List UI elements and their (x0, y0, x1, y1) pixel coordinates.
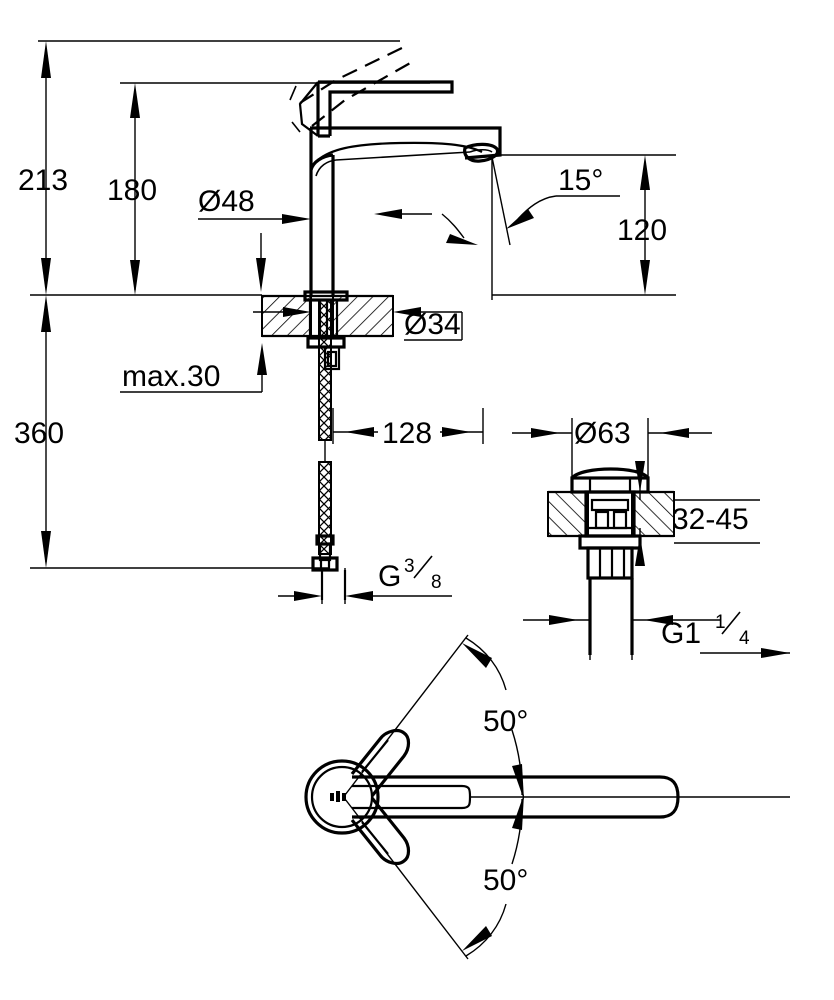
dimension-d63 (512, 418, 712, 480)
dimension-g114-denominator: 4 (739, 628, 750, 649)
dimension-swivel-upper-label: 50° (483, 705, 528, 738)
dimension-32-45 (635, 461, 760, 566)
dimension-d34-label: Ø34 (404, 308, 461, 341)
dimension-g38 (278, 568, 452, 604)
elevation-extension-lines (30, 40, 676, 569)
dimension-g38-label: G (378, 560, 401, 593)
faucet-elevation-geometry (261, 45, 502, 600)
dimension-15deg-label: 15° (558, 164, 603, 197)
lever-raised-phantom (289, 45, 413, 133)
dimension-d63-label: Ø63 (574, 417, 631, 450)
dimension-max30 (120, 343, 267, 393)
drain-assembly-geometry: Ø63 (512, 417, 760, 660)
dimension-120 (640, 155, 650, 295)
dimension-32-45-label: 32-45 (672, 503, 749, 536)
dimension-120-label: 120 (617, 214, 667, 247)
dimension-128 (332, 408, 484, 444)
dimension-swivel-lower-label: 50° (483, 864, 528, 897)
dimension-213 (41, 41, 51, 295)
dimension-128-label: 128 (382, 417, 432, 450)
dimension-360-label: 360 (14, 417, 64, 450)
dimension-g114 (523, 600, 720, 660)
dimension-180 (130, 83, 140, 295)
brand-mark-icon (330, 791, 346, 802)
dimension-15deg (491, 156, 620, 246)
dimension-g38-denominator: 8 (431, 572, 442, 593)
deck-section (261, 294, 394, 338)
plan-view-geometry (304, 634, 790, 960)
dimension-g114-label: G1 (661, 617, 701, 650)
dimension-g114-numerator: 1 (715, 612, 726, 633)
dimension-360 (41, 295, 51, 568)
spout-leader-arrow (374, 209, 478, 245)
dimension-d48-label: Ø48 (198, 185, 255, 218)
dimension-max30-label: max.30 (122, 360, 220, 393)
dimension-180-label: 180 (107, 174, 157, 207)
dimension-d48 (198, 214, 311, 292)
dimension-213-label: 213 (18, 164, 68, 197)
dimension-g38-numerator: 3 (404, 556, 415, 577)
